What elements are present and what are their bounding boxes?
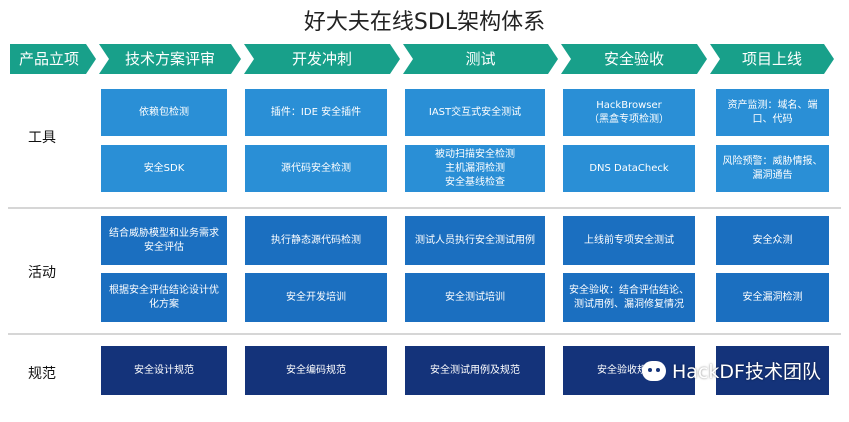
phase-header-testing: 测试 — [403, 44, 558, 74]
tool-cell: 被动扫描安全检测 主机漏洞检测 安全基线检查 — [405, 145, 545, 192]
activity-cell: 执行静态源代码检测 — [245, 216, 387, 265]
activity-cell: 结合威胁模型和业务需求安全评估 — [101, 216, 227, 265]
phase-header-product-initiation: 产品立项 — [10, 44, 96, 74]
tool-cell: 风险预警：威胁情报、漏洞通告 — [716, 145, 829, 192]
phase-label: 测试 — [465, 50, 496, 68]
watermark-text: HackDF技术团队 — [672, 361, 821, 383]
phase-header-design-review: 技术方案评审 — [99, 44, 241, 74]
watermark: HackDF技术团队 — [642, 357, 821, 384]
row-separator — [8, 207, 841, 209]
tool-cell: 资产监测：域名、端口、代码 — [716, 89, 829, 136]
phase-label: 产品立项 — [18, 50, 79, 68]
activity-cell: 安全漏洞检测 — [716, 273, 829, 322]
tool-cell: IAST交互式安全测试 — [405, 89, 545, 136]
activity-cell: 测试人员执行安全测试用例 — [405, 216, 545, 265]
phase-label: 项目上线 — [741, 50, 802, 68]
activity-cell: 根据安全评估结论设计优化方案 — [101, 273, 227, 322]
norm-cell: 安全设计规范 — [101, 346, 227, 395]
phase-label: 安全验收 — [603, 50, 664, 68]
norm-cell: 安全验收规范 — [563, 346, 695, 395]
norm-cell: 安全测试用例及规范 — [405, 346, 545, 395]
wechat-icon — [642, 360, 666, 381]
activity-cell: 安全开发培训 — [245, 273, 387, 322]
activity-cell: 安全众测 — [716, 216, 829, 265]
phase-label: 开发冲刺 — [291, 50, 352, 68]
activity-cell: 上线前专项安全测试 — [563, 216, 695, 265]
norm-cell: 安全编码规范 — [245, 346, 387, 395]
phase-header-dev-sprint: 开发冲刺 — [244, 44, 400, 74]
diagram-title: 好大夫在线SDL架构体系 — [303, 10, 546, 35]
tool-cell: 源代码安全检测 — [245, 145, 387, 192]
tool-cell: 安全SDK — [101, 145, 227, 192]
activity-cell: 安全测试培训 — [405, 273, 545, 322]
phase-header-go-live: 项目上线 — [710, 44, 834, 74]
tool-cell: 插件：IDE 安全插件 — [245, 89, 387, 136]
row-label-activities: 活动 — [28, 265, 56, 281]
row-label-norms: 规范 — [28, 366, 56, 382]
phase-header-security-acceptance: 安全验收 — [561, 44, 707, 74]
tool-cell: DNS DataCheck — [563, 145, 695, 192]
tool-cell: 依赖包检测 — [101, 89, 227, 136]
phase-label: 技术方案评审 — [124, 50, 215, 68]
activity-cell: 安全验收：结合评估结论、测试用例、漏洞修复情况 — [563, 273, 695, 322]
tool-cell: HackBrowser （黑盒专项检测） — [563, 89, 695, 136]
norm-cell — [716, 346, 829, 395]
row-label-tools: 工具 — [28, 130, 56, 146]
row-separator — [8, 333, 841, 335]
